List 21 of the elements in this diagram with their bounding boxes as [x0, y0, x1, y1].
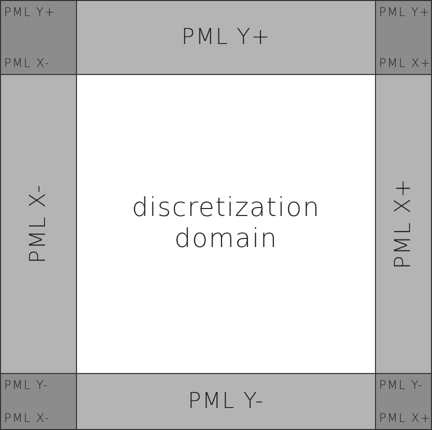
- region-label: PML X+: [379, 56, 432, 70]
- region-label: PML Y-: [379, 378, 424, 392]
- boundary-layer: [76, 373, 376, 430]
- region-label: PML Y+: [379, 5, 430, 19]
- region-label: PML Y-: [188, 389, 264, 414]
- region-label: PML Y+: [181, 25, 271, 50]
- domain-label: discretization domain: [130, 192, 322, 256]
- region-label: PML X-: [26, 184, 51, 264]
- region-label: PML X-: [4, 56, 50, 70]
- region-label: PML X-: [4, 411, 50, 425]
- boundary-layer: [0, 74, 77, 374]
- boundary-layer: [76, 0, 376, 75]
- boundary-layer: [375, 74, 432, 374]
- region-label: PML Y+: [4, 5, 56, 19]
- corner-region: [375, 373, 432, 430]
- corner-region: [0, 0, 77, 75]
- region-label: PML Y-: [4, 378, 48, 392]
- corner-region: [0, 373, 77, 430]
- corner-region: [375, 0, 432, 75]
- region-label: PML X+: [379, 411, 432, 425]
- region-label: PML X+: [391, 178, 416, 270]
